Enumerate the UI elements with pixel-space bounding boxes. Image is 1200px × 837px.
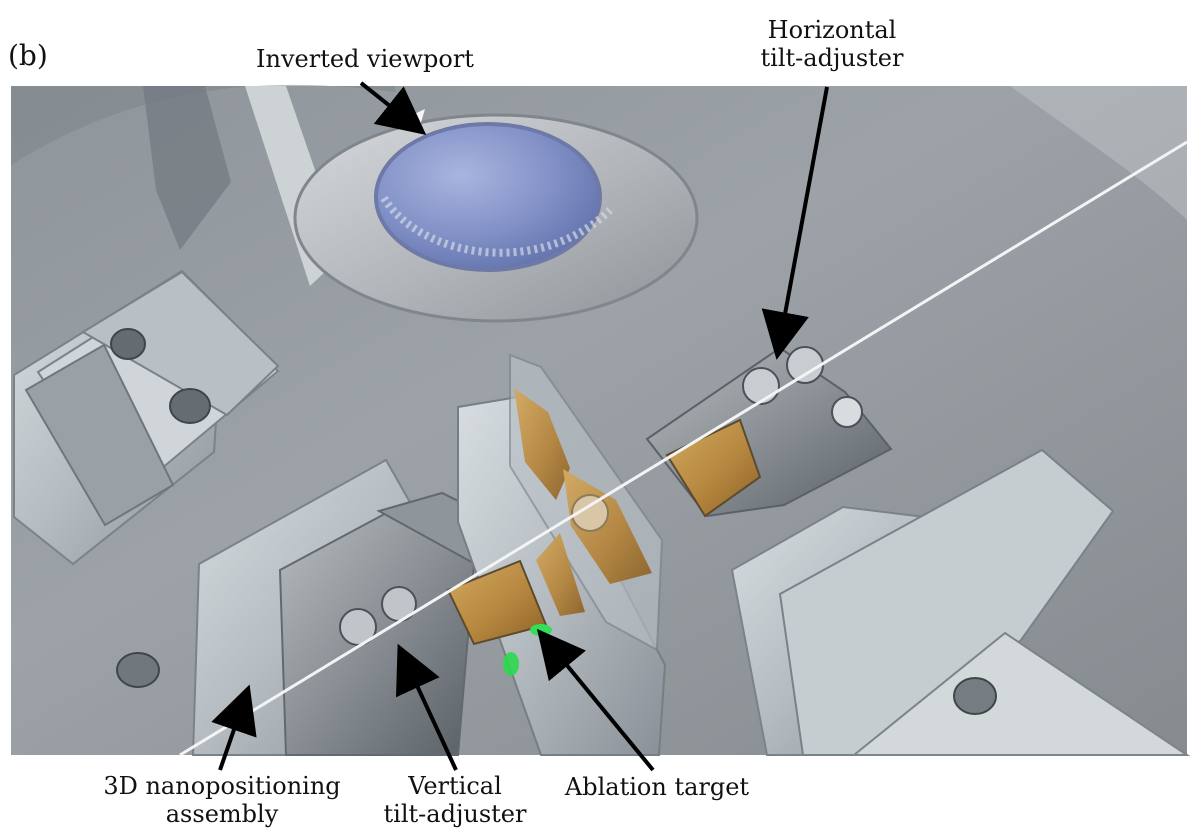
3d-nanopositioning-assembly-label: 3D nanopositioning assembly xyxy=(102,772,342,828)
gold-electrode-left xyxy=(536,533,585,616)
horizontal-adjuster-screw-left xyxy=(742,367,780,405)
horizontal-adjuster-knob xyxy=(831,396,863,428)
right-stage-mount-hole xyxy=(953,677,997,715)
left-stage-center-hole xyxy=(169,388,211,424)
left-stage-mount-hole xyxy=(110,328,146,360)
green-ablation-light xyxy=(530,624,552,636)
ablation-target-label: Ablation target xyxy=(564,773,750,801)
horizontal-tilt-adjuster-label-line-2: tilt-adjuster xyxy=(760,44,904,72)
3d-nanopositioning-assembly-label-line-1: 3D nanopositioning xyxy=(103,772,341,800)
green-reflection xyxy=(503,652,519,676)
horizontal-tilt-adjuster-label-line-1: Horizontal xyxy=(767,16,897,44)
left-stage-lower-hole xyxy=(116,652,160,688)
panel-label: (b) xyxy=(8,39,48,72)
vertical-tilt-adjuster-label-line-2: tilt-adjuster xyxy=(383,800,527,828)
left-rail-block xyxy=(81,270,280,417)
upper-left-chamber-shadow xyxy=(11,84,395,165)
inverted-viewport-label: Inverted viewport xyxy=(256,45,474,73)
3d-nanopositioning-assembly-label-line-2: assembly xyxy=(165,800,279,828)
upper-right-window-rim xyxy=(1010,86,1187,220)
vertical-tilt-adjuster-label: Vertical tilt-adjuster xyxy=(373,772,537,828)
viewport-window-serration xyxy=(380,195,613,257)
right-lower-stage xyxy=(778,448,1115,756)
horizontal-tilt-adjuster-label: Horizontal tilt-adjuster xyxy=(742,16,922,72)
left-linear-guide xyxy=(24,343,175,527)
gold-electrode-upper xyxy=(514,388,570,500)
ablation-target-spot xyxy=(571,494,609,532)
left-vertical-support xyxy=(143,86,231,250)
laser-beam-path xyxy=(179,140,1188,757)
ablation-target-arrow xyxy=(536,628,655,772)
vertical-tilt-adjuster-label-line-1: Vertical xyxy=(408,772,502,800)
horizontal-tilt-adjuster-arrow xyxy=(761,86,829,360)
inverted-viewport-arrow xyxy=(359,81,427,135)
nanopositioning-assembly-arrow xyxy=(211,684,257,771)
right-foreground-rail xyxy=(851,631,1191,756)
vertical-tilt-adjuster-arrow xyxy=(395,643,458,771)
viewport-window-glass xyxy=(374,122,602,272)
horizontal-adjuster-screw-right xyxy=(786,346,824,384)
